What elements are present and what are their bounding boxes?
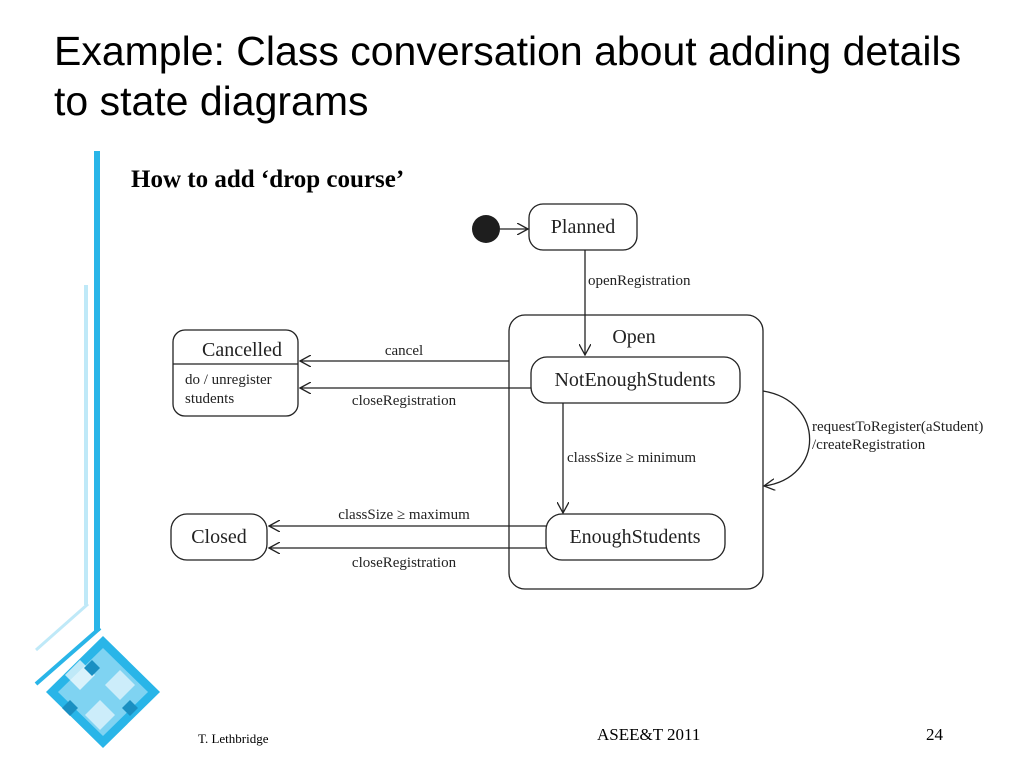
label-class-size-minimum: classSize ≥ minimum xyxy=(567,450,696,466)
state-cancelled-label: Cancelled xyxy=(202,339,282,361)
state-cancelled xyxy=(172,329,299,417)
state-planned xyxy=(528,203,638,251)
state-not-enough-students-label: NotEnoughStudents xyxy=(554,369,715,391)
footer-author: T. Lethbridge xyxy=(198,731,269,746)
state-closed-label: Closed xyxy=(191,526,247,548)
accent-bar-short xyxy=(84,285,88,605)
label-class-size-maximum: classSize ≥ maximum xyxy=(338,507,470,523)
footer-conference: ASEE&T 2011 xyxy=(597,725,701,744)
state-enough-students-label: EnoughStudents xyxy=(569,526,700,548)
label-close-registration-1: closeRegistration xyxy=(352,393,457,409)
state-cancelled-activity-1: do / unregister xyxy=(185,372,272,388)
label-close-registration-2: closeRegistration xyxy=(352,555,457,571)
diamond-logo xyxy=(46,636,160,748)
state-cancelled-activity-2: students xyxy=(185,391,234,407)
accent-bar-long xyxy=(94,151,100,631)
state-open-label: Open xyxy=(612,326,655,348)
label-request-line2: /createRegistration xyxy=(812,437,926,453)
slide-title: Example: Class conversation about adding… xyxy=(54,28,962,124)
label-cancel: cancel xyxy=(385,343,423,359)
state-enough-students xyxy=(545,513,726,561)
label-open-registration: openRegistration xyxy=(588,273,691,289)
state-planned-label: Planned xyxy=(551,216,615,238)
accent-diagonal-2 xyxy=(35,602,89,652)
state-not-enough-students xyxy=(530,356,741,404)
initial-state-node xyxy=(472,215,500,243)
transition-request-to-register xyxy=(763,390,811,486)
accent-diagonal-1 xyxy=(34,626,102,686)
state-open xyxy=(508,314,764,590)
page-number: 24 xyxy=(926,725,943,744)
slide-subtitle: How to add ‘drop course’ xyxy=(131,166,405,193)
state-closed xyxy=(170,513,268,561)
label-request-line1: requestToRegister(aStudent) xyxy=(812,419,983,435)
